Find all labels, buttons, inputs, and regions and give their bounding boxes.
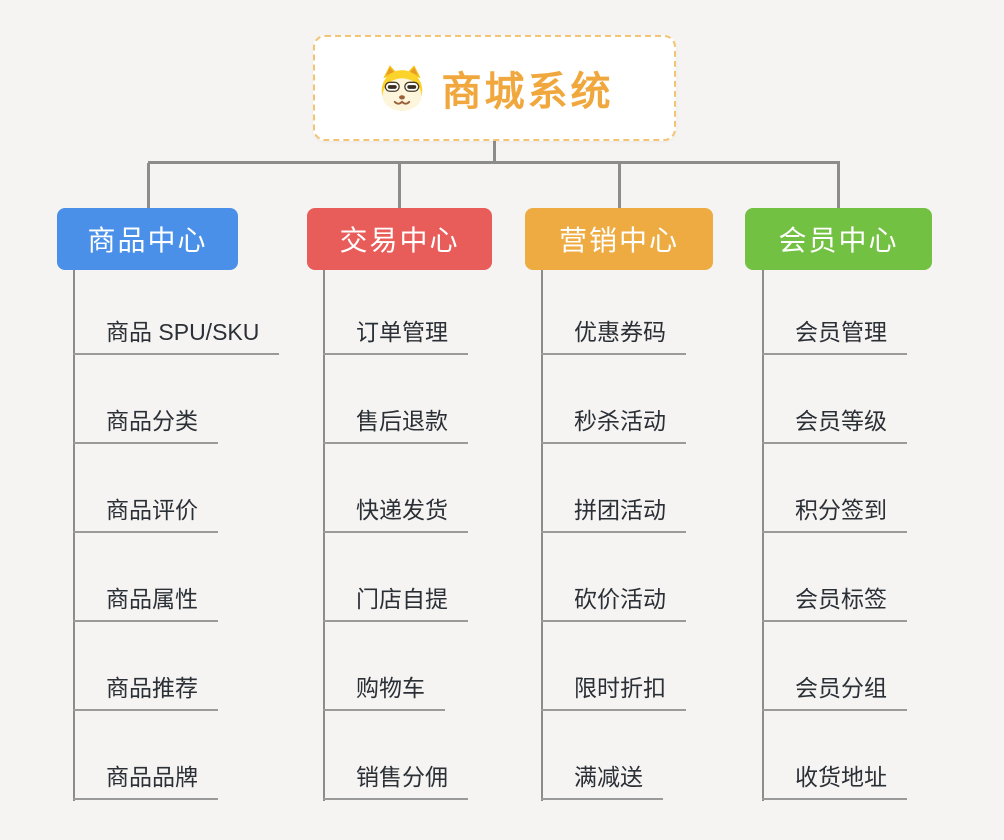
connector-drop-member	[837, 163, 840, 209]
leaf-topic[interactable]: 购物车	[323, 674, 445, 711]
connector-drop-trade	[398, 163, 401, 209]
leaf-topic[interactable]: 会员分组	[762, 674, 907, 711]
leaf-topic[interactable]: 会员等级	[762, 407, 907, 444]
leaf-topic[interactable]: 订单管理	[323, 318, 468, 355]
connector-trunk-marketing	[541, 270, 543, 801]
leaf-topic[interactable]: 快递发货	[323, 496, 468, 533]
leaf-topic[interactable]: 限时折扣	[541, 674, 686, 711]
leaf-topic[interactable]: 积分签到	[762, 496, 907, 533]
leaf-topic[interactable]: 商品评价	[73, 496, 218, 533]
leaf-topic[interactable]: 商品分类	[73, 407, 218, 444]
leaf-topic[interactable]: 商品属性	[73, 585, 218, 622]
leaf-topic[interactable]: 会员管理	[762, 318, 907, 355]
leaf-topic[interactable]: 收货地址	[762, 763, 907, 800]
leaf-topic[interactable]: 秒杀活动	[541, 407, 686, 444]
connector-root-vertical	[493, 141, 496, 163]
shiba-dog-icon	[381, 65, 422, 111]
branch-node-member-center[interactable]: 会员中心	[745, 208, 932, 270]
leaf-topic[interactable]: 商品推荐	[73, 674, 218, 711]
leaf-topic[interactable]: 商品 SPU/SKU	[73, 318, 280, 355]
branch-label: 交易中心	[339, 225, 460, 256]
connector-drop-marketing	[618, 163, 621, 209]
connector-trunk-product	[73, 270, 75, 801]
leaf-topic[interactable]: 会员标签	[762, 585, 907, 622]
connector-trunk-member	[762, 270, 764, 801]
root-topic[interactable]: 商城系统	[313, 35, 676, 141]
connector-main-horizontal	[148, 161, 840, 164]
leaf-topic[interactable]: 销售分佣	[323, 763, 468, 800]
leaf-topic[interactable]: 拼团活动	[541, 496, 686, 533]
leaf-topic[interactable]: 商品品牌	[73, 763, 218, 800]
branch-node-product-center[interactable]: 商品中心	[57, 208, 238, 270]
root-topic-label: 商城系统	[441, 70, 614, 114]
leaf-topic[interactable]: 售后退款	[323, 407, 468, 444]
branch-label: 商品中心	[87, 225, 208, 256]
branch-node-trade-center[interactable]: 交易中心	[307, 208, 492, 270]
branch-label: 会员中心	[778, 225, 899, 256]
leaf-topic[interactable]: 门店自提	[323, 585, 468, 622]
connector-trunk-trade	[323, 270, 325, 801]
leaf-topic[interactable]: 满减送	[541, 763, 663, 800]
branch-node-marketing-center[interactable]: 营销中心	[525, 208, 713, 270]
leaf-topic[interactable]: 砍价活动	[541, 585, 686, 622]
branch-label: 营销中心	[558, 225, 679, 256]
connector-drop-product	[147, 163, 150, 209]
leaf-topic[interactable]: 优惠券码	[541, 318, 686, 355]
